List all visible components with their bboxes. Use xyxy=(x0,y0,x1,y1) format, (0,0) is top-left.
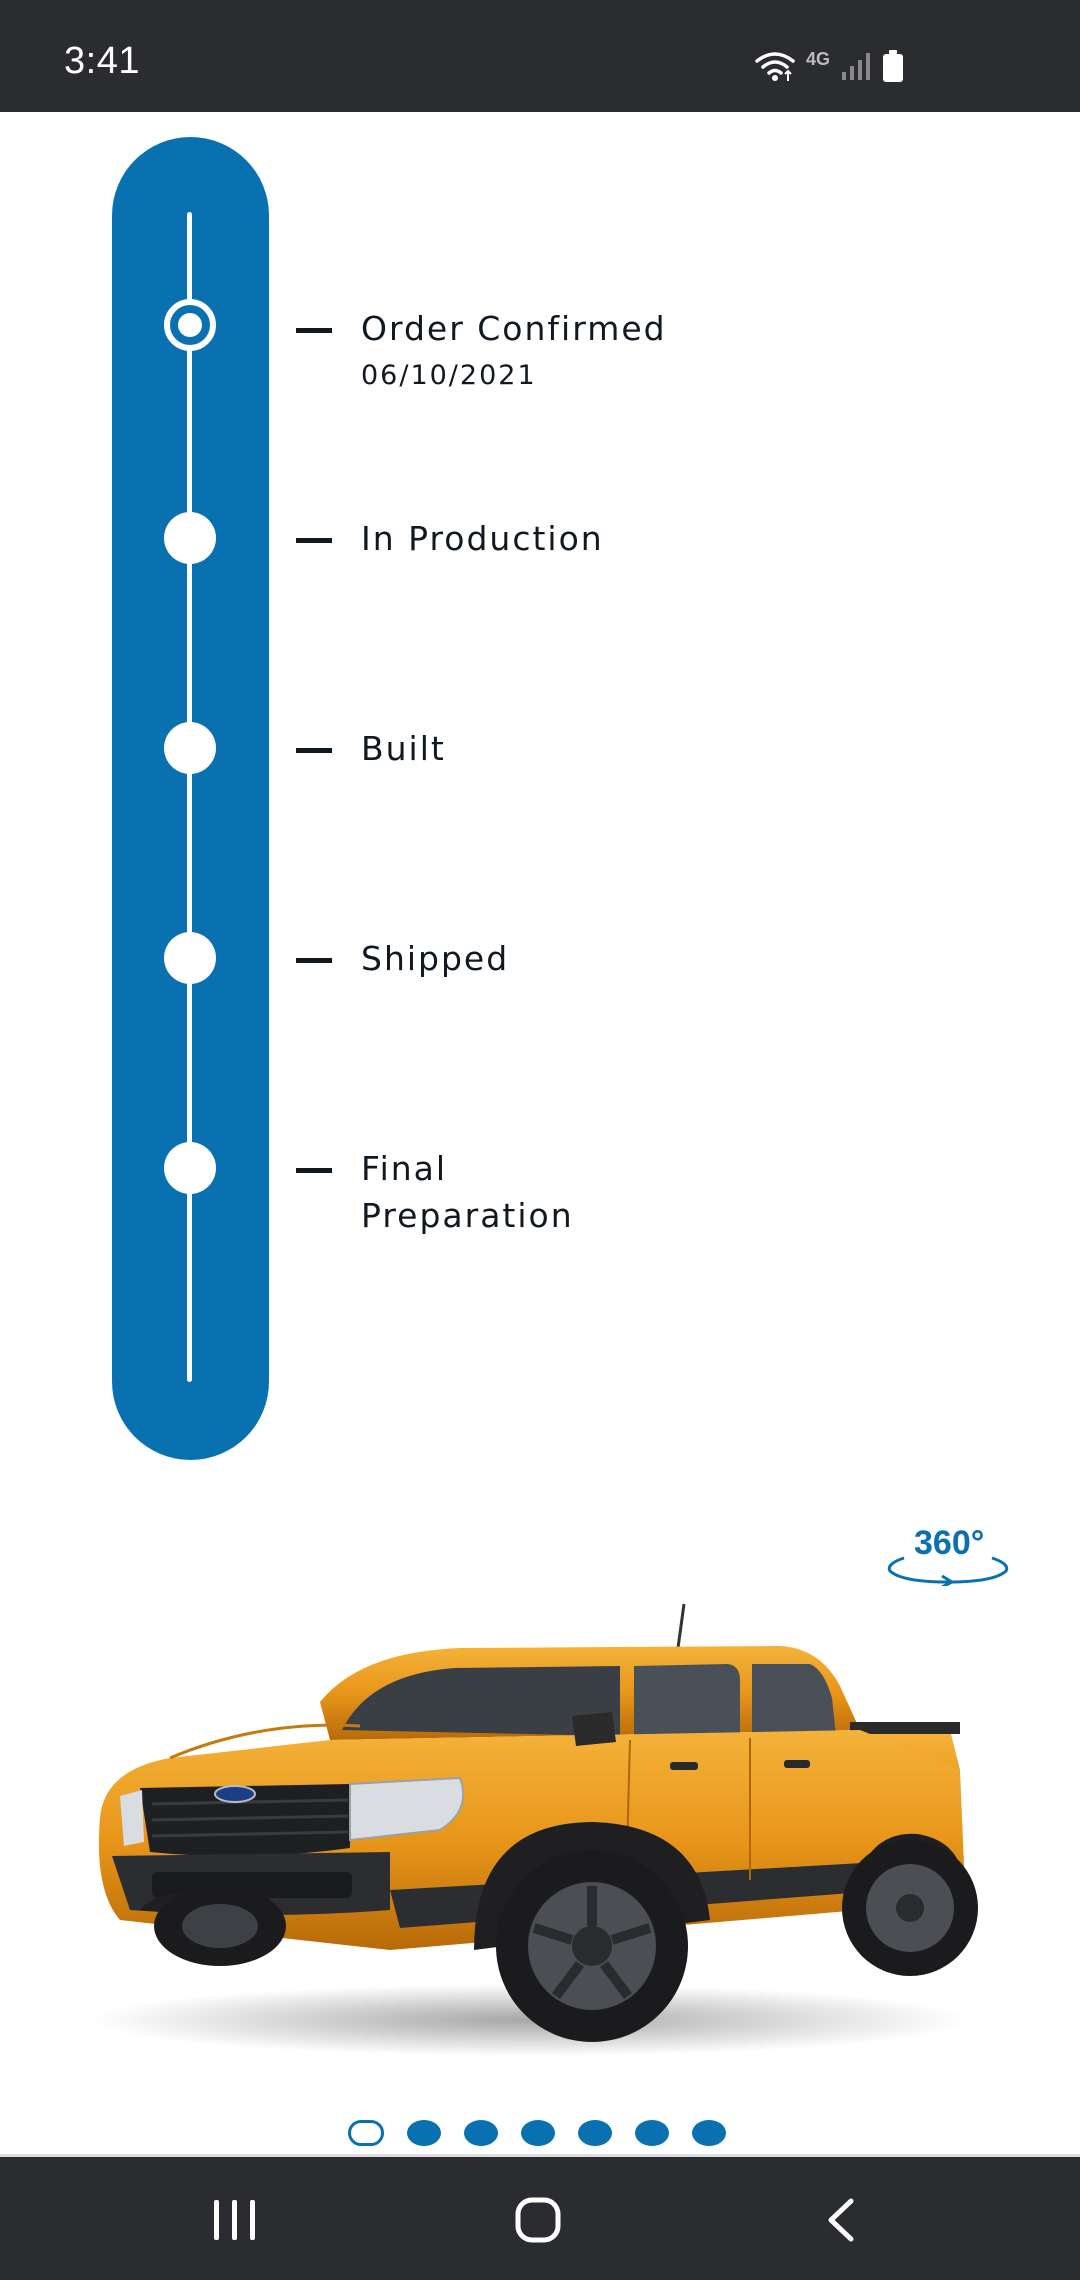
home-button[interactable] xyxy=(493,2185,583,2255)
pager-dot-active[interactable] xyxy=(348,2120,384,2146)
status-time: 3:41 xyxy=(64,40,140,82)
step-label-shipped: Shipped xyxy=(361,939,510,978)
pager-dot[interactable] xyxy=(578,2120,612,2146)
rotate-360-icon xyxy=(887,1556,1009,1586)
recents-icon xyxy=(214,2200,255,2240)
step-marker-in-production xyxy=(164,512,216,564)
battery-icon xyxy=(883,50,903,82)
step-connector xyxy=(296,748,332,753)
step-connector xyxy=(296,538,332,543)
step-marker-order-confirmed xyxy=(164,299,216,351)
step-label-in-production: In Production xyxy=(361,519,604,558)
image-carousel-pager xyxy=(348,2119,726,2147)
recents-button[interactable] xyxy=(190,2185,280,2255)
network-type-label: 4G xyxy=(805,48,830,69)
pager-dot[interactable] xyxy=(407,2120,441,2146)
step-connector xyxy=(296,1168,332,1173)
360-view-button[interactable]: 360° xyxy=(882,1524,1012,1586)
step-marker-shipped xyxy=(164,932,216,984)
wifi-icon xyxy=(755,52,795,81)
step-label-order-confirmed: Order Confirmed xyxy=(361,309,667,348)
360-label: 360° xyxy=(914,1524,985,1562)
home-icon xyxy=(515,2197,561,2243)
status-bar: 3:41 4G xyxy=(0,0,1080,112)
pager-dot[interactable] xyxy=(521,2120,555,2146)
step-label-built: Built xyxy=(361,729,446,768)
vehicle-image xyxy=(90,1603,978,2056)
step-marker-final-preparation xyxy=(164,1142,216,1194)
tracker-line xyxy=(187,212,192,1382)
back-button[interactable] xyxy=(795,2185,885,2255)
step-connector xyxy=(296,958,332,963)
signal-icon xyxy=(842,53,870,80)
step-marker-built xyxy=(164,722,216,774)
step-label-final-preparation: Final Preparation xyxy=(361,1149,574,1235)
step-connector xyxy=(296,328,332,333)
back-icon xyxy=(828,2198,854,2242)
pager-dot[interactable] xyxy=(692,2120,726,2146)
status-icons: 4G xyxy=(754,46,904,86)
pager-dot[interactable] xyxy=(464,2120,498,2146)
step-date-order-confirmed: 06/10/2021 xyxy=(361,360,537,391)
system-navigation-bar xyxy=(0,2154,1080,2280)
pager-dot[interactable] xyxy=(635,2120,669,2146)
